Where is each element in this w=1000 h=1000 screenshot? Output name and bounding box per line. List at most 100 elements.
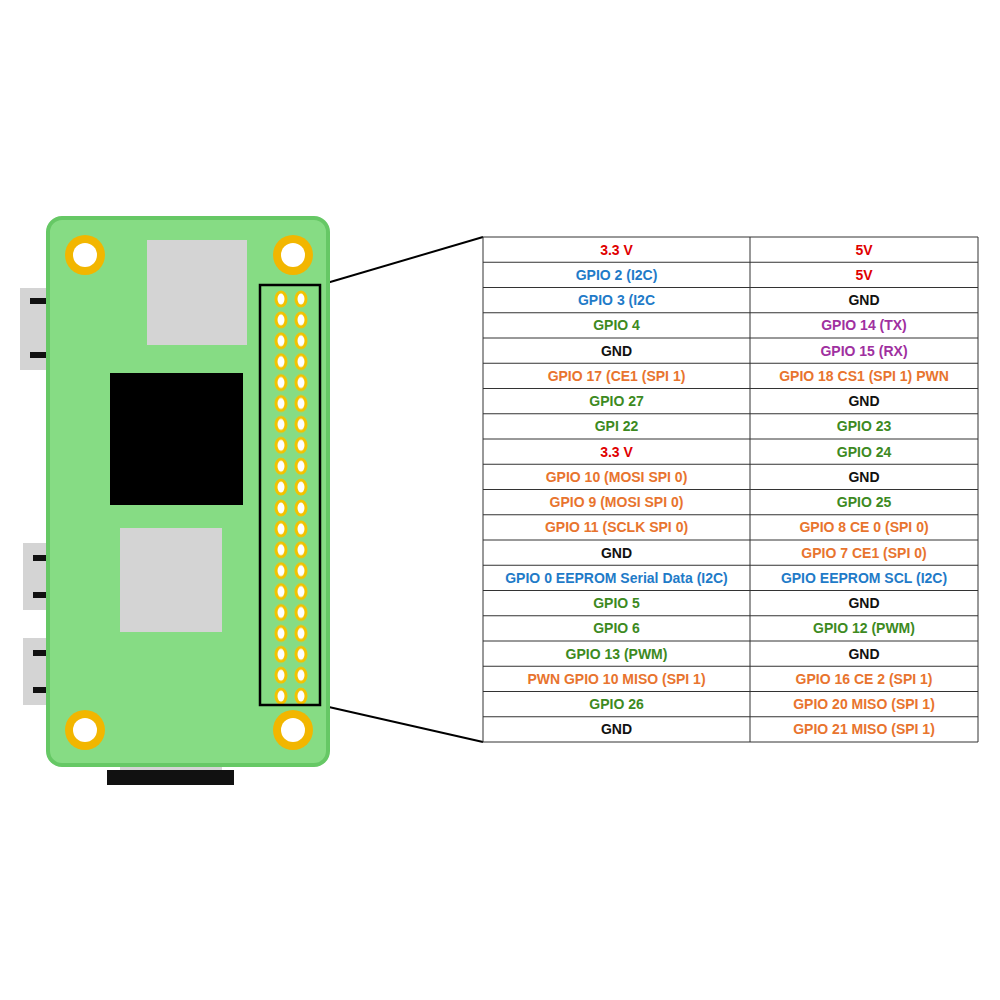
table-rule (483, 312, 978, 313)
pin-label: GPI 22 (595, 419, 639, 433)
memory-chip (120, 528, 222, 632)
table-cell: GPIO 5 (484, 592, 749, 615)
table-cell: GPIO 24 (751, 440, 977, 463)
pin-label: GND (848, 293, 879, 307)
pin-table-grid (483, 237, 978, 742)
pin-label: 3.3 V (600, 445, 633, 459)
pin-label: GPIO 15 (RX) (820, 344, 907, 358)
pin-label: GND (848, 596, 879, 610)
pin-label: GPIO 25 (837, 495, 891, 509)
leader-line (320, 237, 483, 285)
table-rule (483, 590, 978, 591)
table-cell: GPIO 11 (SCLK SPI 0) (484, 516, 749, 539)
table-cell: GPIO 23 (751, 415, 977, 438)
table-cell: 3.3 V (484, 440, 749, 463)
pin-label: GPIO 8 CE 0 (SPI 0) (799, 520, 928, 534)
pin-label: GND (848, 647, 879, 661)
pin-label: GPIO 2 (I2C) (576, 268, 658, 282)
table-cell: GND (484, 718, 749, 741)
table-rule (483, 237, 978, 238)
pin-label: PWN GPIO 10 MISO (SPI 1) (527, 672, 705, 686)
table-cell: GPIO 6 (484, 617, 749, 640)
table-rule (483, 615, 978, 616)
pin-label: GND (601, 546, 632, 560)
table-cell: GPIO 8 CE 0 (SPI 0) (751, 516, 977, 539)
pin-label: GPIO 17 (CE1 (SPI 1) (548, 369, 686, 383)
pin-label: GPIO 10 (MOSI SPI 0) (546, 470, 688, 484)
table-cell: GPIO EEPROM SCL (I2C) (751, 566, 977, 589)
table-rule (483, 716, 978, 717)
pin-label: GPIO 5 (593, 596, 640, 610)
table-cell: GPI 22 (484, 415, 749, 438)
pin-label: GND (848, 394, 879, 408)
table-cell: GPIO 3 (I2C (484, 289, 749, 312)
pin-label: GND (601, 722, 632, 736)
table-cell: GND (751, 592, 977, 615)
mounting-holes (65, 235, 313, 750)
table-rule (483, 565, 978, 566)
table-cell: GPIO 9 (MOSI SPI 0) (484, 491, 749, 514)
table-rule (483, 489, 978, 490)
table-rule (750, 237, 751, 742)
pin-label: GPIO 16 CE 2 (SPI 1) (796, 672, 933, 686)
gpio-pins (271, 290, 311, 708)
table-cell: GPIO 2 (I2C) (484, 263, 749, 286)
table-rule (483, 338, 978, 339)
table-cell: GND (751, 642, 977, 665)
leader-line (320, 705, 483, 742)
table-cell: GPIO 12 (PWM) (751, 617, 977, 640)
table-cell: 3.3 V (484, 238, 749, 261)
pin-label: 5V (855, 268, 872, 282)
port-slot (33, 555, 47, 561)
table-rule (483, 691, 978, 692)
pin-label: GPIO 3 (I2C (578, 293, 655, 307)
pin-label: GPIO 24 (837, 445, 891, 459)
table-cell: 5V (751, 263, 977, 286)
table-cell: GPIO 26 (484, 693, 749, 716)
port-slot (33, 650, 47, 656)
pin-label: GPIO 20 MISO (SPI 1) (793, 697, 935, 711)
table-rule (483, 514, 978, 515)
table-cell: GND (484, 339, 749, 362)
pin-label: GPIO 13 (PWM) (566, 647, 668, 661)
table-cell: GND (751, 289, 977, 312)
pin-label: GPIO 9 (MOSI SPI 0) (550, 495, 684, 509)
table-rule (483, 464, 978, 465)
table-cell: GPIO 13 (PWM) (484, 642, 749, 665)
table-rule (483, 641, 978, 642)
pin-label: GPIO 4 (593, 318, 640, 332)
table-cell: PWN GPIO 10 MISO (SPI 1) (484, 667, 749, 690)
pin-label: GND (601, 344, 632, 358)
pin-label: GPIO 6 (593, 621, 640, 635)
table-cell: GPIO 7 CE1 (SPI 0) (751, 541, 977, 564)
table-rule (483, 439, 978, 440)
table-cell: GND (751, 390, 977, 413)
soc-chip (110, 373, 243, 505)
pin-label: GPIO 26 (589, 697, 643, 711)
pin-label: 3.3 V (600, 243, 633, 257)
pin-label: GPIO 18 CS1 (SPI 1) PWN (779, 369, 949, 383)
table-cell: 5V (751, 238, 977, 261)
pin-label: GPIO 7 CE1 (SPI 0) (801, 546, 926, 560)
table-cell: GND (484, 541, 749, 564)
table-rule (483, 540, 978, 541)
wifi-chip (147, 240, 247, 345)
table-cell: GPIO 21 MISO (SPI 1) (751, 718, 977, 741)
port-slot (33, 687, 47, 693)
table-rule (978, 237, 979, 742)
table-cell: GPIO 27 (484, 390, 749, 413)
pin-label: GPIO 27 (589, 394, 643, 408)
camera-ribbon (107, 770, 234, 785)
table-rule (483, 742, 978, 743)
table-rule (483, 287, 978, 288)
table-cell: GPIO 4 (484, 314, 749, 337)
table-rule (483, 413, 978, 414)
table-rule (483, 666, 978, 667)
pin-label: GND (848, 470, 879, 484)
pin-label: GPIO 12 (PWM) (813, 621, 915, 635)
pin-label: GPIO EEPROM SCL (I2C) (781, 571, 947, 585)
pin-label: GPIO 0 EEPROM Serial Data (I2C) (505, 571, 728, 585)
table-cell: GPIO 18 CS1 (SPI 1) PWN (751, 364, 977, 387)
